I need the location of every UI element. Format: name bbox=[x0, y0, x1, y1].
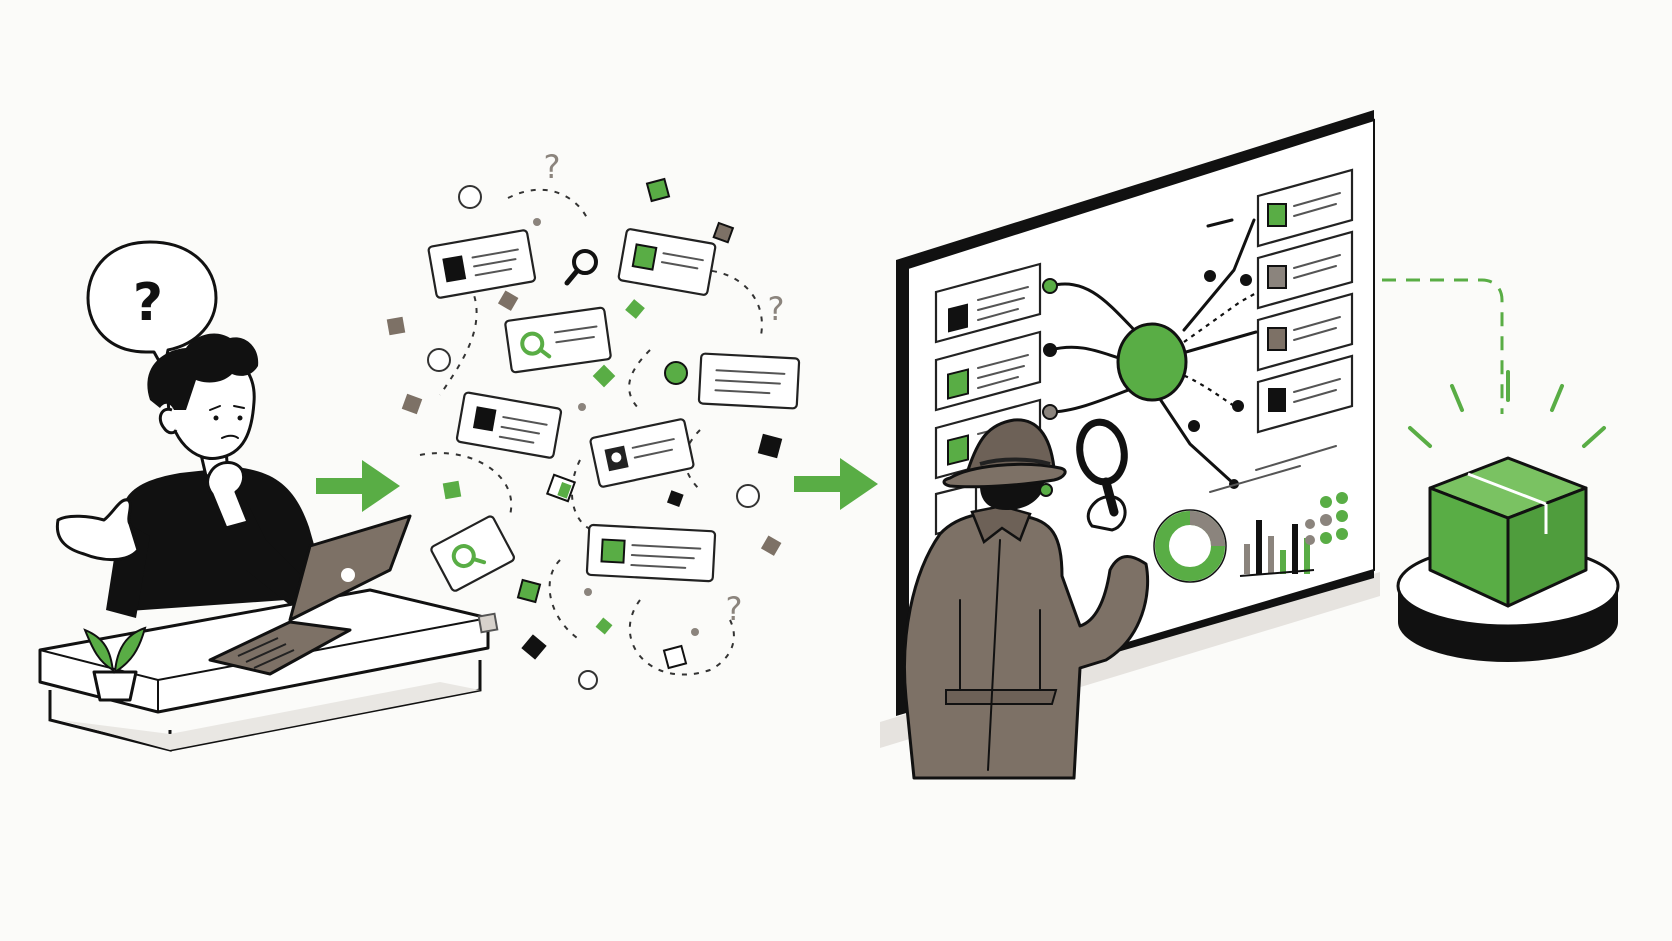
board-card bbox=[1256, 292, 1354, 372]
data-card bbox=[504, 306, 612, 374]
board-card bbox=[1256, 354, 1354, 434]
dot-matrix-icon bbox=[1305, 492, 1348, 545]
stage-scattered-data: ? ? ? bbox=[386, 148, 801, 690]
data-card bbox=[585, 523, 717, 583]
central-node bbox=[1116, 322, 1188, 402]
board-card bbox=[1256, 168, 1354, 248]
bar-chart-icon bbox=[1239, 520, 1315, 577]
data-card bbox=[427, 229, 537, 299]
confused-person bbox=[55, 333, 329, 618]
dashed-connector bbox=[1382, 278, 1504, 414]
arrow-right-icon bbox=[794, 458, 878, 510]
data-card bbox=[617, 228, 717, 296]
board-card bbox=[934, 330, 1042, 412]
board-card bbox=[934, 262, 1042, 344]
question-mark-glyph: ? bbox=[133, 273, 163, 333]
arrow-right-icon bbox=[316, 460, 400, 512]
question-mark-glyph: ? bbox=[768, 290, 785, 328]
stage-delivered-package bbox=[1382, 278, 1620, 662]
question-mark-glyph: ? bbox=[726, 590, 743, 628]
donut-chart-icon bbox=[1153, 509, 1227, 583]
question-mark-glyph: ? bbox=[544, 148, 561, 186]
detective bbox=[903, 418, 1150, 780]
magnifying-glass-icon bbox=[1076, 418, 1128, 517]
data-card bbox=[697, 352, 801, 410]
stage-investigation-board bbox=[880, 110, 1380, 780]
data-card bbox=[430, 515, 515, 592]
sparkle-rays bbox=[1408, 370, 1606, 448]
potted-plant-icon bbox=[83, 626, 147, 702]
magnifier-icon bbox=[564, 249, 598, 286]
stage-confused-person: ? bbox=[38, 240, 490, 752]
board-card bbox=[1256, 230, 1354, 310]
package-box-icon bbox=[1428, 456, 1588, 608]
laptop-icon bbox=[208, 514, 412, 676]
data-card bbox=[589, 418, 695, 488]
data-card bbox=[455, 391, 563, 459]
